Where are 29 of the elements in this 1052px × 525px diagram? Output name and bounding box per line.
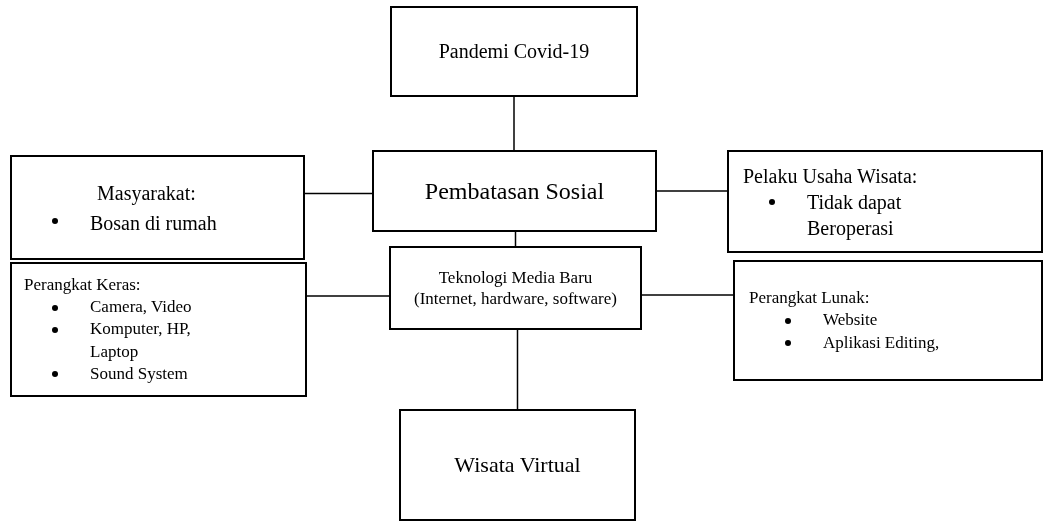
text-box	[10, 262, 307, 397]
bullet-item: Camera, Video	[90, 297, 192, 317]
bullet-item: Komputer, HP, Laptop	[90, 319, 191, 361]
bullet-item: Website	[823, 310, 878, 330]
text-box	[10, 155, 305, 260]
connector-line	[304, 192, 373, 195]
heading: Perangkat Lunak:	[748, 287, 871, 310]
connector-line	[641, 294, 734, 296]
bullet-item: Aplikasi Editing,	[823, 332, 940, 352]
node-label: Pandemi Covid-19	[437, 39, 591, 64]
node-label: Pembatasan Sosial	[423, 177, 606, 206]
bullet-item: Tidak dapat Beroperasi	[807, 190, 902, 239]
connector-line	[513, 96, 515, 151]
text-box	[390, 6, 638, 97]
bullet-item: Bosan di rumah	[90, 211, 217, 234]
text-box	[372, 150, 657, 232]
connector-line	[516, 329, 519, 410]
heading: Masyarakat:	[96, 180, 197, 207]
connector-line	[656, 190, 728, 192]
bullet-item: Sound System	[90, 363, 188, 383]
heading: Pelaku Usaha Wisata:	[742, 163, 919, 189]
node-label: Wisata Virtual	[453, 451, 582, 479]
text-box	[389, 246, 642, 330]
node-label: Teknologi Media Baru (Internet, hardware, software)	[413, 266, 618, 310]
heading: Perangkat Keras:	[23, 274, 142, 297]
connector-line	[306, 295, 390, 297]
text-box	[399, 409, 636, 521]
text-box	[727, 150, 1043, 253]
text-box	[733, 260, 1043, 381]
